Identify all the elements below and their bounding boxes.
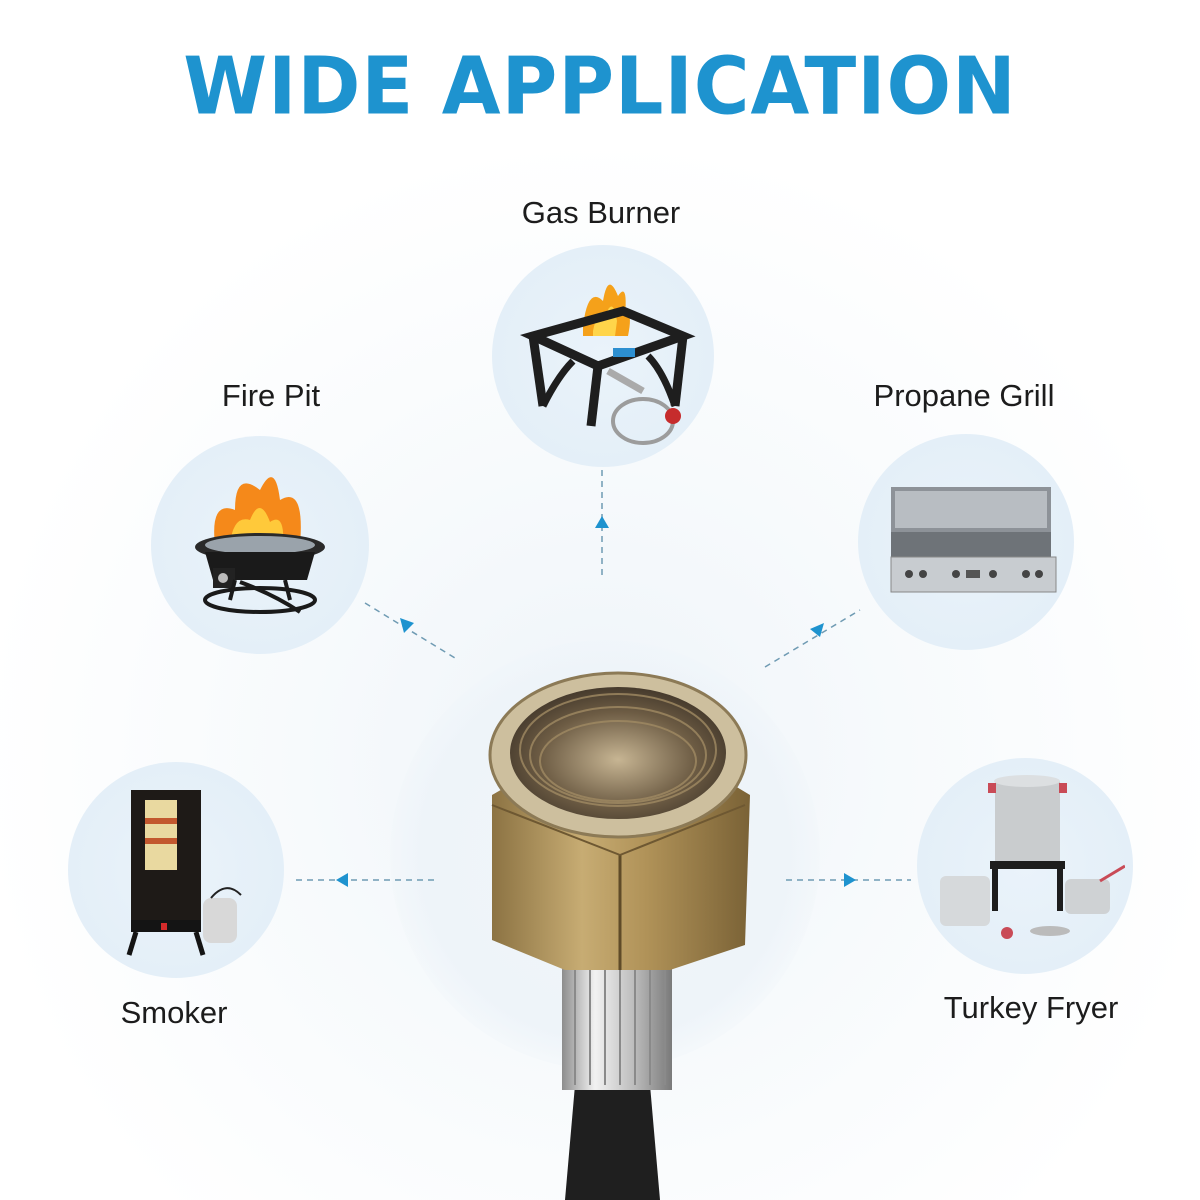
arrow-up-icon bbox=[595, 516, 609, 528]
gas-burner-icon bbox=[519, 284, 696, 445]
label-fire-pit: Fire Pit bbox=[221, 378, 321, 413]
gas-burner-image bbox=[492, 245, 714, 467]
page-title: WIDE APPLICATION bbox=[183, 38, 1017, 133]
turkey-fryer-icon bbox=[940, 775, 1125, 939]
connector-fire-pit bbox=[364, 602, 456, 659]
arrow-left-icon bbox=[336, 873, 348, 887]
label-smoker: Smoker bbox=[120, 995, 228, 1030]
fire-pit-icon bbox=[195, 477, 325, 614]
label-turkey-fryer: Turkey Fryer bbox=[943, 990, 1119, 1025]
turkey-fryer-image bbox=[917, 758, 1133, 974]
arrow-up-right-icon bbox=[810, 623, 824, 637]
propane-grill-icon bbox=[890, 487, 1057, 593]
fire-pit-image bbox=[151, 436, 369, 654]
smoker-icon bbox=[126, 790, 242, 956]
connector-turkey-fryer bbox=[786, 873, 911, 887]
smoker-image bbox=[68, 762, 284, 978]
arrow-right-icon bbox=[844, 873, 856, 887]
connector-gas-burner bbox=[595, 470, 609, 580]
brass-hose-fitting-image bbox=[488, 671, 750, 1200]
propane-grill-image bbox=[858, 434, 1074, 650]
connector-propane-grill bbox=[764, 609, 861, 668]
label-propane-grill: Propane Grill bbox=[873, 378, 1055, 413]
connector-smoker bbox=[296, 873, 436, 887]
arrow-up-left-icon bbox=[400, 618, 414, 633]
label-gas-burner: Gas Burner bbox=[521, 195, 681, 230]
